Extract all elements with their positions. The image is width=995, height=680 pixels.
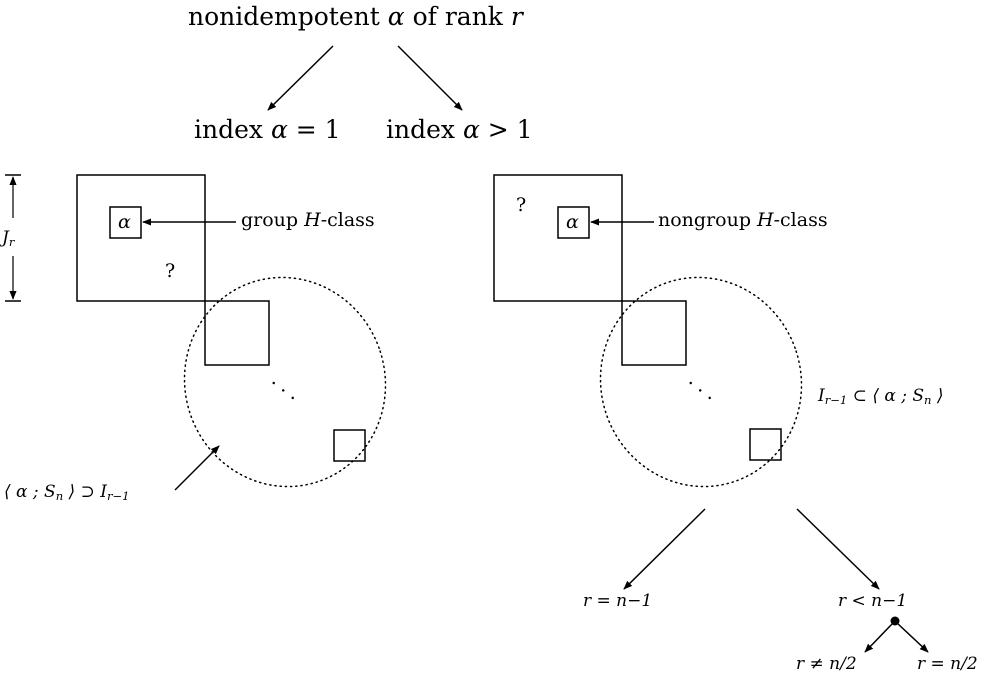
case-r-eq-half: r = n/2 [917,654,978,674]
left-sub-label-r1: r−1 [106,489,130,504]
jr-label-j: J [2,228,9,248]
case-r-eq-n-1: r = n−1 [583,591,653,611]
right-ideal-end: ⟩ [931,386,944,406]
left-sub-label-mid: ⟩ ⊃ I [63,482,107,502]
left-sub-label-n: n [55,489,64,504]
top-title-mid: of rank [404,2,511,31]
arrow-to-r-neq-half [864,622,894,653]
left-h-class-post: -class [320,209,375,231]
branch-right-pre: index [386,115,463,144]
left-h-class-pre: group [241,209,305,231]
case-r-lt-n-1: r < n−1 [838,591,908,611]
left-question-mark: ? [165,260,176,282]
left-h-class-h: H [304,209,321,231]
top-title: nonidempotent α of rank r [188,4,523,29]
left-lowest-class-box [333,429,366,462]
right-nongroup-h-class-label: nongroup H-class [658,211,828,230]
jr-label: Jr [2,230,14,249]
case-r-neq-half: r ≠ n/2 [796,654,857,674]
left-jr-class-box [76,174,206,302]
branch-index-gt-1: index α > 1 [386,117,533,142]
right-jr-class-box [493,174,623,302]
top-title-r: r [510,2,523,31]
top-title-pre: nonidempotent [188,2,388,31]
right-h-class-pre: nongroup [658,209,758,231]
left-alpha-cell [109,206,142,239]
right-lower-class-box [621,300,687,366]
arrow-to-index-gt-1 [397,45,463,111]
right-alpha-cell [557,206,590,239]
left-lower-class-box [204,300,270,366]
right-ideal-label: Ir−1 ⊂ ⟨ α ; Sn ⟩ [818,388,944,407]
branch-left-pre: index [194,115,271,144]
left-alpha-label: α [118,211,131,233]
arrow-to-r-lt-n-1 [796,508,880,590]
left-dotted-ellipse [183,276,387,488]
right-ideal-i: I [818,386,825,406]
right-ideal-rest: ⊂ ⟨ α ; S [847,386,925,406]
right-dotted-ellipse [599,276,803,488]
right-alpha-label: α [566,211,579,233]
arrow-to-index-eq-1 [267,45,334,111]
left-group-h-class-label: group H-class [241,211,375,230]
right-ideal-sub: r−1 [824,393,848,408]
jr-label-sub: r [8,235,15,250]
right-lowest-class-box [749,428,782,461]
branch-right-rel: > 1 [479,115,533,144]
left-sub-label-a: ⟨ α ; S [4,482,56,502]
right-question-mark: ? [516,194,527,216]
right-h-class-h: H [757,209,774,231]
branch-right-alpha: α [462,115,480,144]
branch-left-rel: = 1 [287,115,341,144]
right-ideal-sub2: n [924,393,932,408]
right-h-class-post: -class [773,209,828,231]
left-subsemigroup-arrow [174,445,220,491]
arrow-to-r-eq-n-1 [623,508,706,590]
top-title-alpha: α [387,2,405,31]
branch-left-alpha: α [270,115,288,144]
branch-index-eq-1: index α = 1 [194,117,341,142]
arrow-to-r-eq-half [896,622,929,653]
left-subsemigroup-label: ⟨ α ; Sn ⟩ ⊃ Ir−1 [4,484,130,503]
